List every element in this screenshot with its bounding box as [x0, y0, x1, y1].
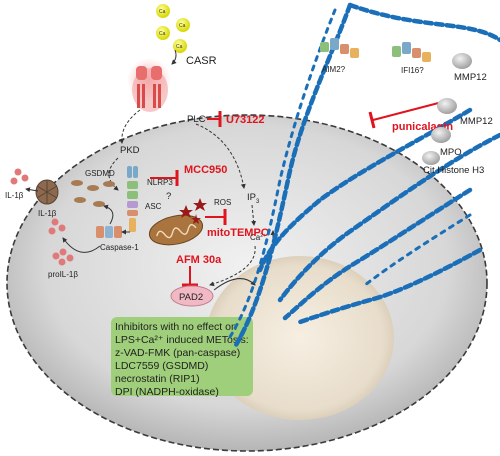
- mcc950-inhibition-bar: [150, 170, 179, 186]
- mpo-label: MPO: [440, 147, 462, 158]
- ip3-label: IP3: [247, 192, 260, 205]
- no-effect-line-6: DPI (NADPH-oxidase): [115, 386, 219, 398]
- aim2-label: AIM2?: [322, 65, 346, 74]
- nlrp3-label: NLRP3: [147, 178, 173, 187]
- mpo-granule: [431, 127, 451, 143]
- no-effect-line-1: Inhibitors with no effect on: [115, 321, 237, 333]
- caspase-gsdmd-arrow: [103, 204, 114, 225]
- mitotempo-label: mitoTEMPO: [207, 227, 270, 239]
- cytosolic-ca-label: Ca2+: [250, 233, 266, 242]
- il1b-inside: [48, 218, 66, 235]
- ip3-to-ca-arrow: [251, 204, 257, 226]
- calcium-ions: Ca Ca Ca Ca: [156, 4, 190, 53]
- il1b-out-label: IL-1β: [5, 191, 24, 200]
- caspase1-label: Caspase-1: [100, 243, 139, 252]
- il1b-in-label: IL-1β: [38, 209, 57, 218]
- ca-to-pad2-arrow: [209, 245, 256, 287]
- proil1b: [52, 248, 74, 266]
- pad2-to-chromatin-arrow: [213, 278, 256, 291]
- ros-label: ROS: [214, 198, 231, 207]
- mmp12-mid-label: MMP12: [460, 116, 493, 127]
- mcc950-label: MCC950: [184, 164, 227, 176]
- casr-to-pkd-arrow: [119, 109, 141, 144]
- mmp12-granule-top: [452, 53, 472, 69]
- proil1b-label: proIL-1β: [48, 270, 78, 279]
- no-effect-line-3: z-VAD-FMK (pan-caspase): [115, 347, 240, 359]
- no-effect-line-5: necrostatin (RIP1): [115, 373, 200, 385]
- aim2-sensor: [320, 38, 359, 58]
- mitotempo-inhibition-bar: [205, 209, 227, 225]
- pad2-label: PAD2: [179, 292, 203, 303]
- ros-stars: [179, 198, 207, 224]
- casr-receptor: [127, 58, 171, 112]
- no-effect-line-2: LPS+Ca²⁺ induced METosis:: [115, 334, 249, 346]
- caspase-cleavage-arrow: [62, 237, 101, 253]
- u73122-inhibition-bar: [207, 111, 222, 127]
- plc-label: PLC: [187, 114, 206, 125]
- caspase1: [96, 226, 122, 238]
- il1b-released: [10, 168, 29, 185]
- ifi16-sensor: [392, 42, 431, 62]
- mmp12-granule-mid: [437, 98, 457, 114]
- afm30a-inhibition-bar: [182, 266, 198, 287]
- il1b-release-arrow: [25, 187, 39, 193]
- no-effect-box: [111, 317, 253, 396]
- pad2-enzyme: [170, 285, 214, 307]
- gsdmd-fragments: [71, 180, 115, 207]
- mmp12-top-label: MMP12: [454, 72, 487, 83]
- svg-text:Ca: Ca: [176, 44, 183, 50]
- u73122-label: U73122: [226, 114, 265, 126]
- gsdmd-pore: [35, 179, 59, 205]
- nlrp3-inflammasome: [127, 166, 138, 232]
- asc-label: ASC: [145, 202, 162, 211]
- svg-text:Ca: Ca: [159, 9, 166, 15]
- punicalagin-inhibition-bar: [368, 99, 451, 129]
- cit-histone-granule: [422, 151, 440, 165]
- casr-label: CASR: [186, 55, 217, 67]
- gsdmd-label: GSDMD: [85, 169, 115, 178]
- no-effect-line-4: LDC7559 (GSDMD): [115, 360, 208, 372]
- question-mark: ?: [166, 191, 171, 202]
- ifi16-label: IFI16?: [401, 66, 424, 75]
- ca-to-casr-arrow: [171, 49, 177, 65]
- pkd-label: PKD: [120, 145, 140, 156]
- mitochondrion: [148, 214, 204, 246]
- extracellular-dna-strands: [226, 2, 500, 348]
- svg-text:Ca: Ca: [159, 31, 166, 37]
- afm30a-label: AFM 30a: [176, 254, 222, 266]
- cit-histone-label: Cit Histone H3: [423, 165, 484, 176]
- svg-text:Ca: Ca: [179, 23, 186, 29]
